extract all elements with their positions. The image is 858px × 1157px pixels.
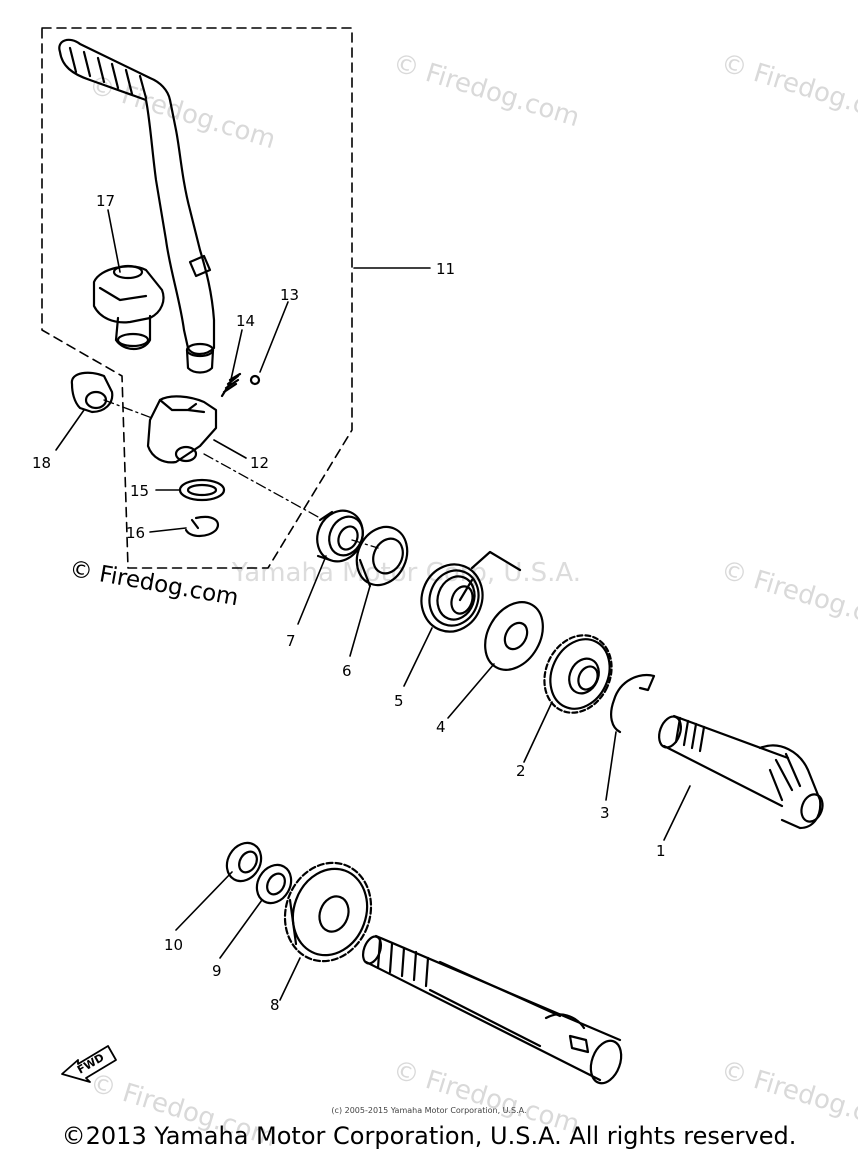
callout-16: 16 [126,524,145,542]
copyright-main: ©2013 Yamaha Motor Corporation, U.S.A. A… [61,1122,797,1150]
callout-3: 3 [600,804,610,822]
part-3-clip [610,673,656,734]
watermark-yamaha: Yamaha Motor Corp, U.S.A. [232,558,582,588]
callout-10: 10 [164,936,183,954]
callout-4: 4 [436,718,446,736]
callout-labels: 1 2 3 4 5 6 7 8 9 10 11 12 13 14 15 16 1… [32,192,666,1077]
callout-17: 17 [96,192,115,210]
part-16-circlip [184,515,220,538]
main-shaft [361,934,623,1085]
part-9-washer [255,863,293,905]
callout-7: 7 [286,632,296,650]
part-12-clip [146,395,218,464]
kick-lever [58,38,216,374]
callout-13: 13 [280,286,299,304]
part-10-circlip [225,841,263,883]
part-14-spring [220,372,242,398]
callout-1: 1 [656,842,666,860]
part-17-kick-boss [92,264,165,351]
part-4-washer [484,601,544,671]
part-15-washer [178,478,226,502]
part-5-torsion-spring [420,550,522,633]
copyright-small: (c) 2005-2015 Yamaha Motor Corporation, … [331,1106,527,1115]
callout-9: 9 [212,962,222,980]
callout-5: 5 [394,692,404,710]
callout-2: 2 [516,762,526,780]
part-18-bushing [70,371,114,414]
callout-8: 8 [270,996,280,1014]
part-7-bearing [316,509,364,563]
fwd-arrow-icon [61,1045,117,1083]
part-1-kick-axle [658,714,824,830]
part-6-spring-guide [355,525,409,588]
callout-12: 12 [250,454,269,472]
callout-14: 14 [236,312,255,330]
callout-15: 15 [130,482,149,500]
leader-lines [55,209,691,1001]
part-8-idle-gear [283,861,373,963]
fwd-label: FWD [75,1051,106,1077]
part-2-kick-gear [543,634,613,714]
assembly-boundary [41,27,353,569]
callout-6: 6 [342,662,352,680]
part-13-ball [249,374,261,386]
callout-11: 11 [436,260,455,278]
callout-18: 18 [32,454,51,472]
axis-centerline [103,399,379,549]
